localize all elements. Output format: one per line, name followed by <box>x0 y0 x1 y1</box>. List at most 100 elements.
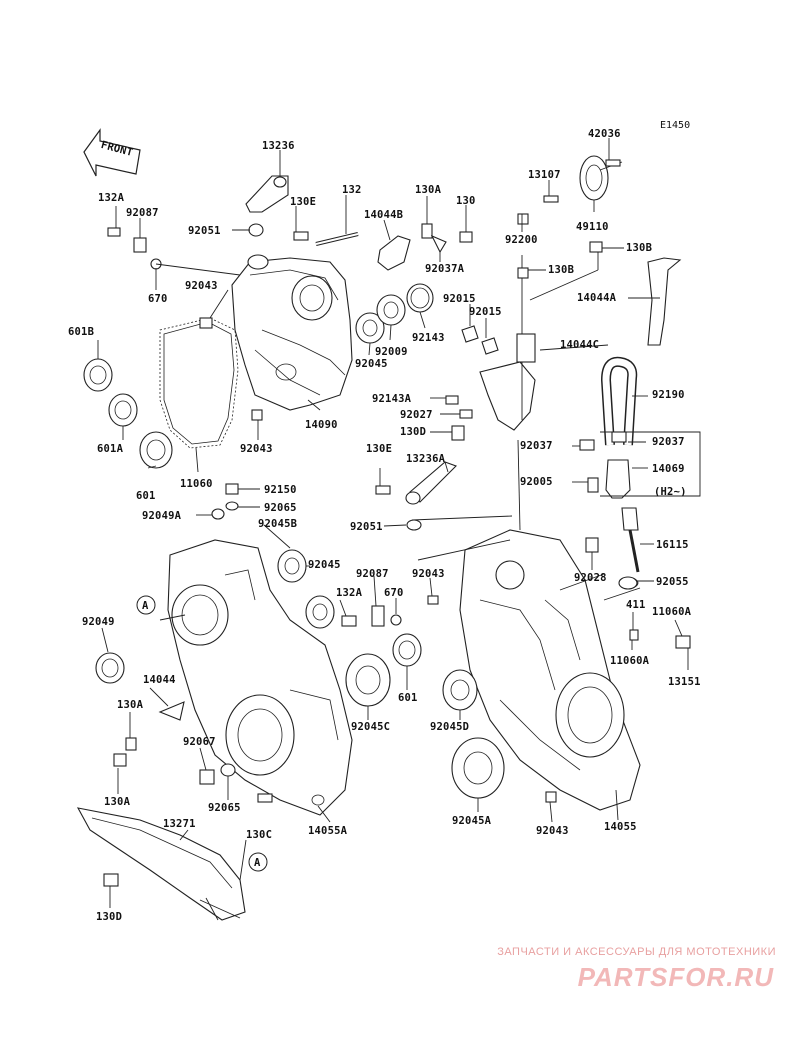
part-label: 92009 <box>375 346 408 358</box>
oil-seal-601A <box>108 393 138 427</box>
part-label: 92143 <box>412 332 445 344</box>
part-label: 130A <box>117 699 144 711</box>
part-label: 132A <box>336 587 363 599</box>
part-label: 13236A <box>406 453 446 465</box>
part-label: 92045C <box>351 721 390 733</box>
part-label: 14044C <box>560 339 599 351</box>
part-label: 14044A <box>577 292 617 304</box>
part-label: 601A <box>97 443 124 455</box>
part-label: 92043 <box>412 568 445 580</box>
part-label: 92045D <box>430 721 469 733</box>
part-label: (H2~) <box>654 486 687 498</box>
oil-seal-601-bottom <box>392 633 422 667</box>
part-label: 13236 <box>262 140 295 152</box>
ref-circle-a-2: A <box>248 852 268 872</box>
part-label: 13107 <box>528 169 561 181</box>
part-label: 92043 <box>185 280 218 292</box>
watermark-logo: PARTSFOR.RU <box>577 962 774 992</box>
bracket-14044A <box>647 257 682 346</box>
oil-seal-601B <box>83 358 113 392</box>
breather-14069 <box>605 459 631 499</box>
part-label: 132A <box>98 192 125 204</box>
part-label: 11060 <box>180 478 213 490</box>
part-label: 92037 <box>520 440 553 452</box>
part-label: 411 <box>626 599 646 611</box>
oil-seal-601 <box>139 431 173 469</box>
part-label: 130E <box>366 443 392 455</box>
part-label: 14055A <box>308 825 348 837</box>
part-label: 92043 <box>536 825 569 837</box>
part-label: 92015 <box>469 306 502 318</box>
ref-a-label-1: A <box>142 600 149 612</box>
part-label: 13271 <box>163 818 196 830</box>
part-label: 14055 <box>604 821 637 833</box>
bracket-14044B <box>377 235 411 271</box>
lever-13236 <box>245 175 289 213</box>
part-label: 92015 <box>443 293 476 305</box>
part-label: 92065 <box>264 502 297 514</box>
ref-a-label-2: A <box>254 857 261 869</box>
part-label: 130B <box>626 242 652 254</box>
part-label: 92067 <box>183 736 216 748</box>
part-label: 14044B <box>364 209 403 221</box>
part-label: 92027 <box>400 409 433 421</box>
oil-seal-92049 <box>95 652 125 684</box>
shaft-132 <box>315 232 359 246</box>
part-label: 130D <box>400 426 426 438</box>
part-label: 92065 <box>208 802 241 814</box>
bearing-92045 <box>305 595 335 629</box>
part-label: 92045B <box>258 518 297 530</box>
part-labels: 13236 132 130A 130 13107 42036 132A 9208… <box>68 128 701 923</box>
lever-13236A <box>405 461 457 505</box>
part-label: 130 <box>456 195 476 207</box>
part-label: 92190 <box>652 389 685 401</box>
part-label: 92049 <box>82 616 115 628</box>
part-label: 92087 <box>356 568 389 580</box>
part-label: 92028 <box>574 572 607 584</box>
part-label: 92037 <box>652 436 685 448</box>
part-label: 14044 <box>143 674 176 686</box>
part-label: 14069 <box>652 463 685 475</box>
dipstick-16115 <box>621 507 640 589</box>
part-label: 92043 <box>240 443 273 455</box>
bearing-92045D <box>442 669 478 711</box>
part-label: 11060A <box>610 655 650 667</box>
part-label: 11060A <box>652 606 692 618</box>
crankcase-left-14055A <box>167 539 353 816</box>
part-label: 130A <box>104 796 131 808</box>
front-arrow-icon: FRONT <box>83 128 141 177</box>
part-label: 92049A <box>142 510 182 522</box>
part-label: 92005 <box>520 476 553 488</box>
gasket-11060 <box>159 317 239 449</box>
left-crankcase-cover <box>231 254 353 411</box>
part-label: 92037A <box>425 263 465 275</box>
part-label: 92143A <box>372 393 412 405</box>
part-label: 14090 <box>305 419 338 431</box>
part-label: 92045 <box>308 559 341 571</box>
plate-14044C <box>479 255 536 431</box>
part-label: 92150 <box>264 484 297 496</box>
part-label: 92200 <box>505 234 538 246</box>
part-label: 16115 <box>656 539 689 551</box>
part-label: 13151 <box>668 676 701 688</box>
leader-lines <box>97 138 701 921</box>
part-label: 132 <box>342 184 362 196</box>
ref-circle-a-1: A <box>136 595 156 615</box>
part-label: 49110 <box>576 221 609 233</box>
bolt-icons <box>103 159 691 887</box>
bearing-92009 <box>376 294 406 326</box>
part-label: 130D <box>96 911 122 923</box>
part-label: 92055 <box>656 576 689 588</box>
bearing-92045A <box>451 737 505 799</box>
part-label: 130A <box>415 184 442 196</box>
part-label: 601B <box>68 326 94 338</box>
part-label: 130B <box>548 264 574 276</box>
bearing-92045B <box>277 549 307 583</box>
part-label: 601 <box>398 692 418 704</box>
diagram-code: E1450 <box>660 120 691 131</box>
part-label: 92051 <box>188 225 221 237</box>
part-label: 92045 <box>355 358 388 370</box>
part-label: 92087 <box>126 207 159 219</box>
